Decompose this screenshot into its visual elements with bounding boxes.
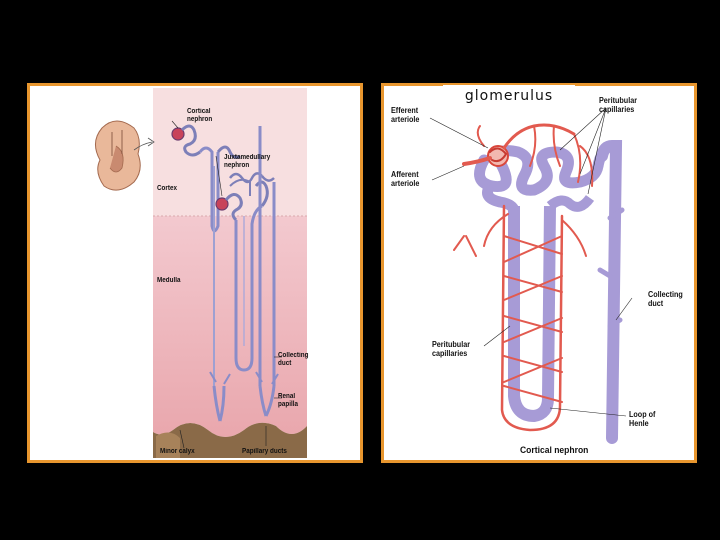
label-afferent-arteriole: Afferent arteriole [391,170,420,188]
label-medulla: Medulla [157,277,181,284]
label-peritubular-capillaries-top: Peritubular capillaries [599,96,638,114]
label-peritubular-capillaries-bottom: Peritubular capillaries [432,340,471,358]
label-loop-of-henle: Loop of Henle [629,410,656,428]
label-cortical-nephron: Cortical nephron [187,108,213,123]
collecting-ducts [209,126,279,422]
label-papillary-ducts: Papillary ducts [242,448,287,455]
label-collecting-duct-right: Collecting duct [648,290,683,308]
glomerulus-title: glomerulus [443,85,575,108]
kidney-thumbnail [95,120,155,191]
label-cortex: Cortex [157,185,177,192]
medulla-region [153,216,307,437]
nephron-tubule [474,140,625,444]
leader-lines [429,107,633,417]
leader-lines [171,120,282,449]
right-diagram-panel: Efferent arteriole Afferent arteriole Pe… [381,83,697,463]
cortical-nephron-illustration [429,107,633,444]
cortical-nephron-drawing [171,124,241,233]
label-renal-papilla: Renal papilla [278,393,298,408]
label-minor-calyx: Minor calyx [160,448,195,455]
left-diagram-panel: Cortical nephron Juxtamedullary nephron … [27,83,363,463]
label-cortical-nephron-caption: Cortical nephron [520,445,589,456]
label-juxtamedullary-nephron: Juxtamedullary nephron [224,154,271,169]
label-collecting-duct-left: Collecting duct [278,352,309,367]
label-efferent-arteriole: Efferent arteriole [391,106,420,124]
minor-calyx-region [153,422,307,458]
kidney-section-illustration [95,88,307,458]
convoluted-tubules [229,172,275,184]
capillary-network [453,123,594,432]
